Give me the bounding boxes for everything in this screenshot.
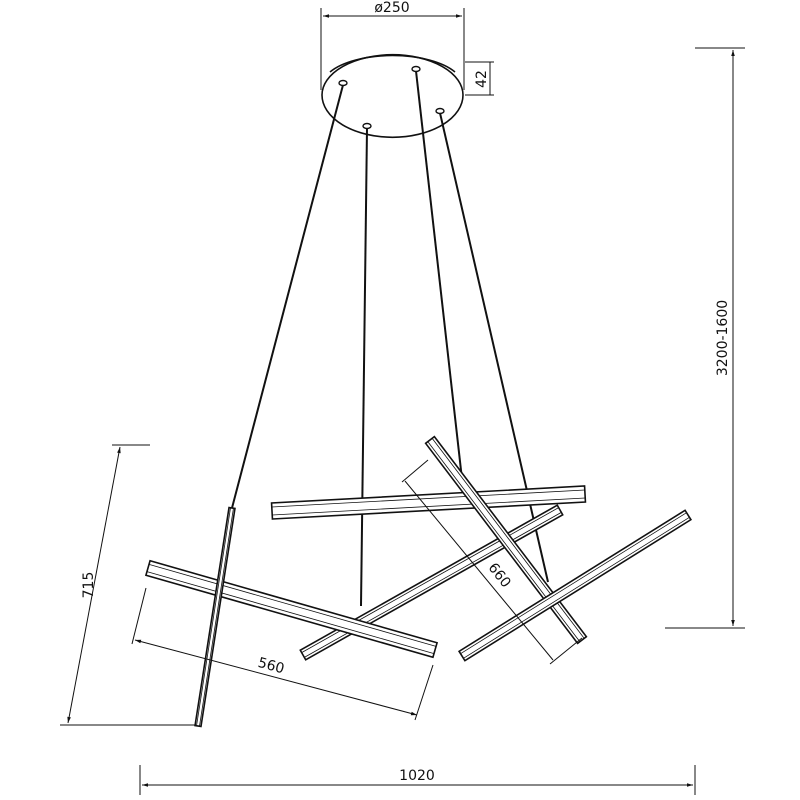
bar-560-label: 560 [256, 655, 286, 677]
bar-660-label: 660 [485, 560, 514, 591]
total-width-label: 1020 [399, 768, 435, 784]
dimension-total-width: 1020 [139, 765, 696, 795]
bar-vertical [194, 506, 236, 728]
bar-diagonal-right [424, 435, 588, 645]
dimension-canopy-height: 42 [465, 61, 494, 96]
canopy-diameter-label: ø250 [374, 0, 409, 16]
bar-diagonal-center [299, 504, 564, 661]
fixture-height-label: 715 [81, 572, 97, 599]
dimension-bar-560: 560 [131, 587, 434, 721]
dimension-total-height: 3200-1600 [665, 47, 745, 629]
dimension-canopy-diameter: ø250 [320, 0, 465, 90]
bar-top [270, 485, 587, 520]
bar-right [457, 509, 693, 662]
dimension-fixture-height: 715 [60, 444, 196, 726]
total-height-label: 3200-1600 [715, 300, 731, 376]
canopy-height-label: 42 [474, 70, 490, 88]
light-bars [144, 435, 693, 728]
